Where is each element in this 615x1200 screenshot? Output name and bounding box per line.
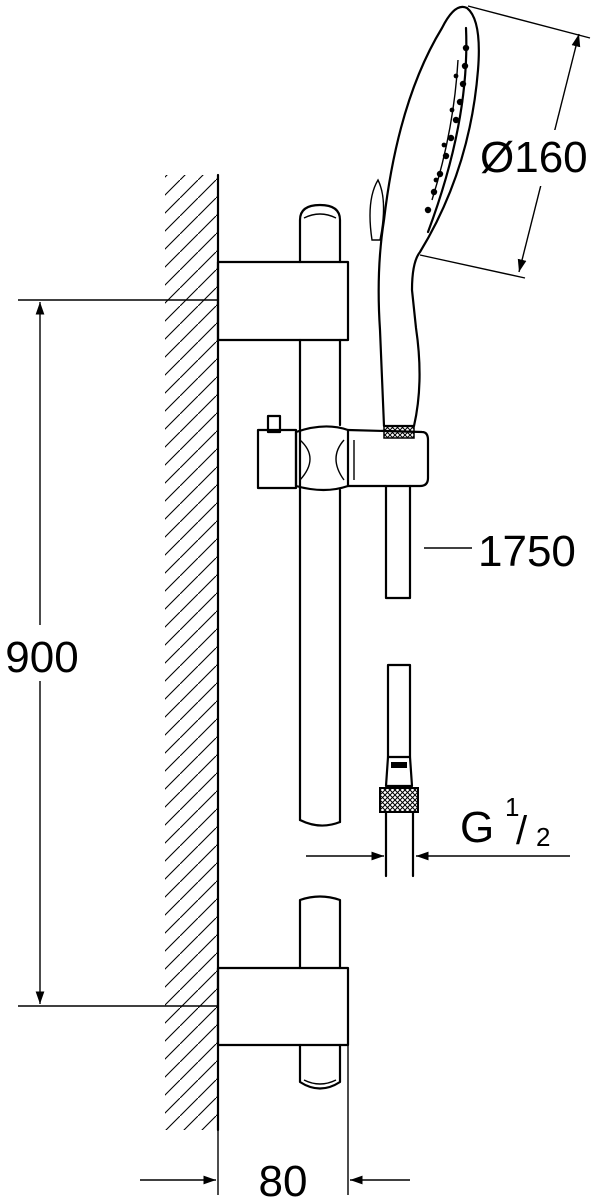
hose-lower-segment <box>379 663 419 878</box>
connection-fraction-numerator: 1 <box>505 792 519 822</box>
depth-dimension: 80 <box>140 1045 410 1200</box>
wall <box>165 173 220 1132</box>
hose-upper-segment <box>384 484 412 600</box>
head-diameter-dimension: Ø160 <box>419 5 613 279</box>
connection-thread-label: G <box>460 803 494 852</box>
sliding-holder <box>256 414 430 492</box>
hose-length-dimension: 1750 <box>424 527 576 576</box>
hose-length-label: 1750 <box>478 527 576 576</box>
rail-upper-section <box>298 203 342 827</box>
lower-wall-bracket <box>216 966 350 1047</box>
rail-lower-section <box>298 895 342 1090</box>
hand-shower <box>369 5 480 439</box>
height-dimension: 900 <box>2 299 218 1007</box>
height-dimension-label: 900 <box>5 633 78 682</box>
upper-wall-bracket <box>216 260 350 342</box>
depth-dimension-label: 80 <box>259 1157 308 1200</box>
head-diameter-label: Ø160 <box>480 133 588 182</box>
connection-fraction-denominator: 2 <box>536 822 550 852</box>
connection-fraction-slash: / <box>516 809 528 853</box>
connection-dimension: G 1 / 2 <box>306 792 570 861</box>
shower-spray-nozzles <box>424 44 470 214</box>
